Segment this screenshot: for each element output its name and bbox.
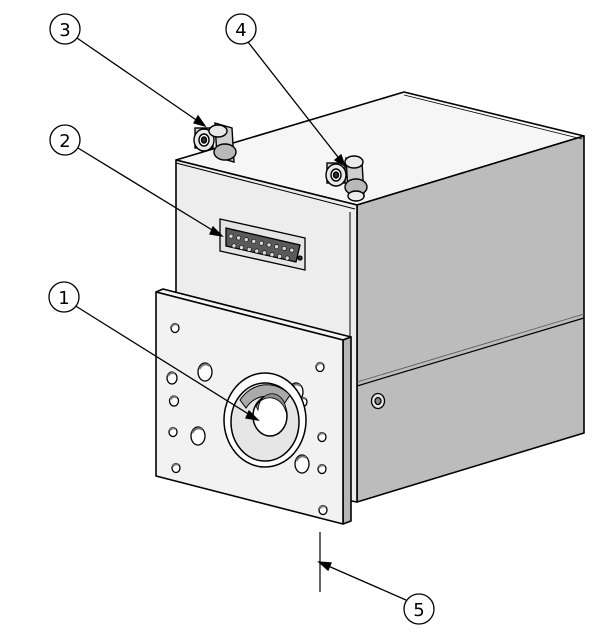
callout-1: 1: [48, 281, 80, 313]
connector-pin: [266, 242, 272, 248]
callout-2: 2: [49, 124, 81, 156]
callout-3-label: 3: [59, 20, 70, 41]
callout-5-balloon: [403, 593, 435, 625]
mounting-hole-shadow: [318, 505, 326, 510]
connector-pin: [243, 237, 249, 243]
fitting-left: [193, 122, 237, 163]
mounting-hole-shadow: [198, 363, 210, 370]
connector-pin: [258, 240, 264, 246]
mounting-hole-shadow: [167, 371, 176, 377]
connector-pin: [239, 245, 244, 250]
callout-4-balloon: [225, 13, 257, 45]
connector-pin: [228, 233, 234, 239]
mounting-hole: [197, 362, 213, 382]
connector-pin: [231, 243, 237, 249]
connector-pin: [261, 250, 267, 256]
mounting-hole-shadow: [317, 432, 325, 437]
mounting-hole-shadow: [168, 427, 176, 432]
connector-pin: [277, 253, 282, 259]
callout-3: 3: [49, 13, 81, 45]
mounting-hole-shadow: [191, 427, 203, 434]
callout-3-balloon: [49, 13, 81, 45]
connector-pin: [269, 252, 275, 257]
side-seam: [356, 317, 585, 387]
central-bore: [223, 372, 307, 468]
connector-pin: [274, 244, 279, 250]
mounting-hole-shadow: [315, 362, 323, 367]
mounting-hole: [190, 426, 206, 446]
connector-pin: [289, 247, 295, 253]
callout-2-balloon: [49, 124, 81, 156]
callout-1-balloon: [48, 281, 80, 313]
connector-pin: [236, 235, 241, 241]
connector-pin: [284, 255, 290, 261]
mounting-hole-shadow: [170, 323, 178, 328]
dsub-connector: [219, 218, 306, 271]
connector-pin: [254, 248, 260, 254]
mounting-hole-shadow: [295, 455, 307, 462]
connector-pin: [281, 245, 287, 251]
connector-pin: [251, 238, 257, 244]
callout-5-label: 5: [413, 600, 424, 621]
callout-5: 5: [403, 593, 435, 625]
connector-pin: [246, 246, 252, 252]
leaders: [73, 37, 407, 601]
mounting-hole-shadow: [171, 463, 179, 468]
fitting-right: [325, 155, 368, 202]
mounting-hole-shadow: [317, 464, 325, 469]
callout-2-label: 2: [59, 131, 70, 152]
mounting-hole: [294, 454, 310, 474]
mounting-hole-shadow: [169, 395, 178, 401]
callout-4: 4: [225, 13, 257, 45]
side-screw: [370, 392, 386, 410]
callout-1-label: 1: [58, 288, 69, 309]
callout-4-label: 4: [235, 20, 246, 41]
